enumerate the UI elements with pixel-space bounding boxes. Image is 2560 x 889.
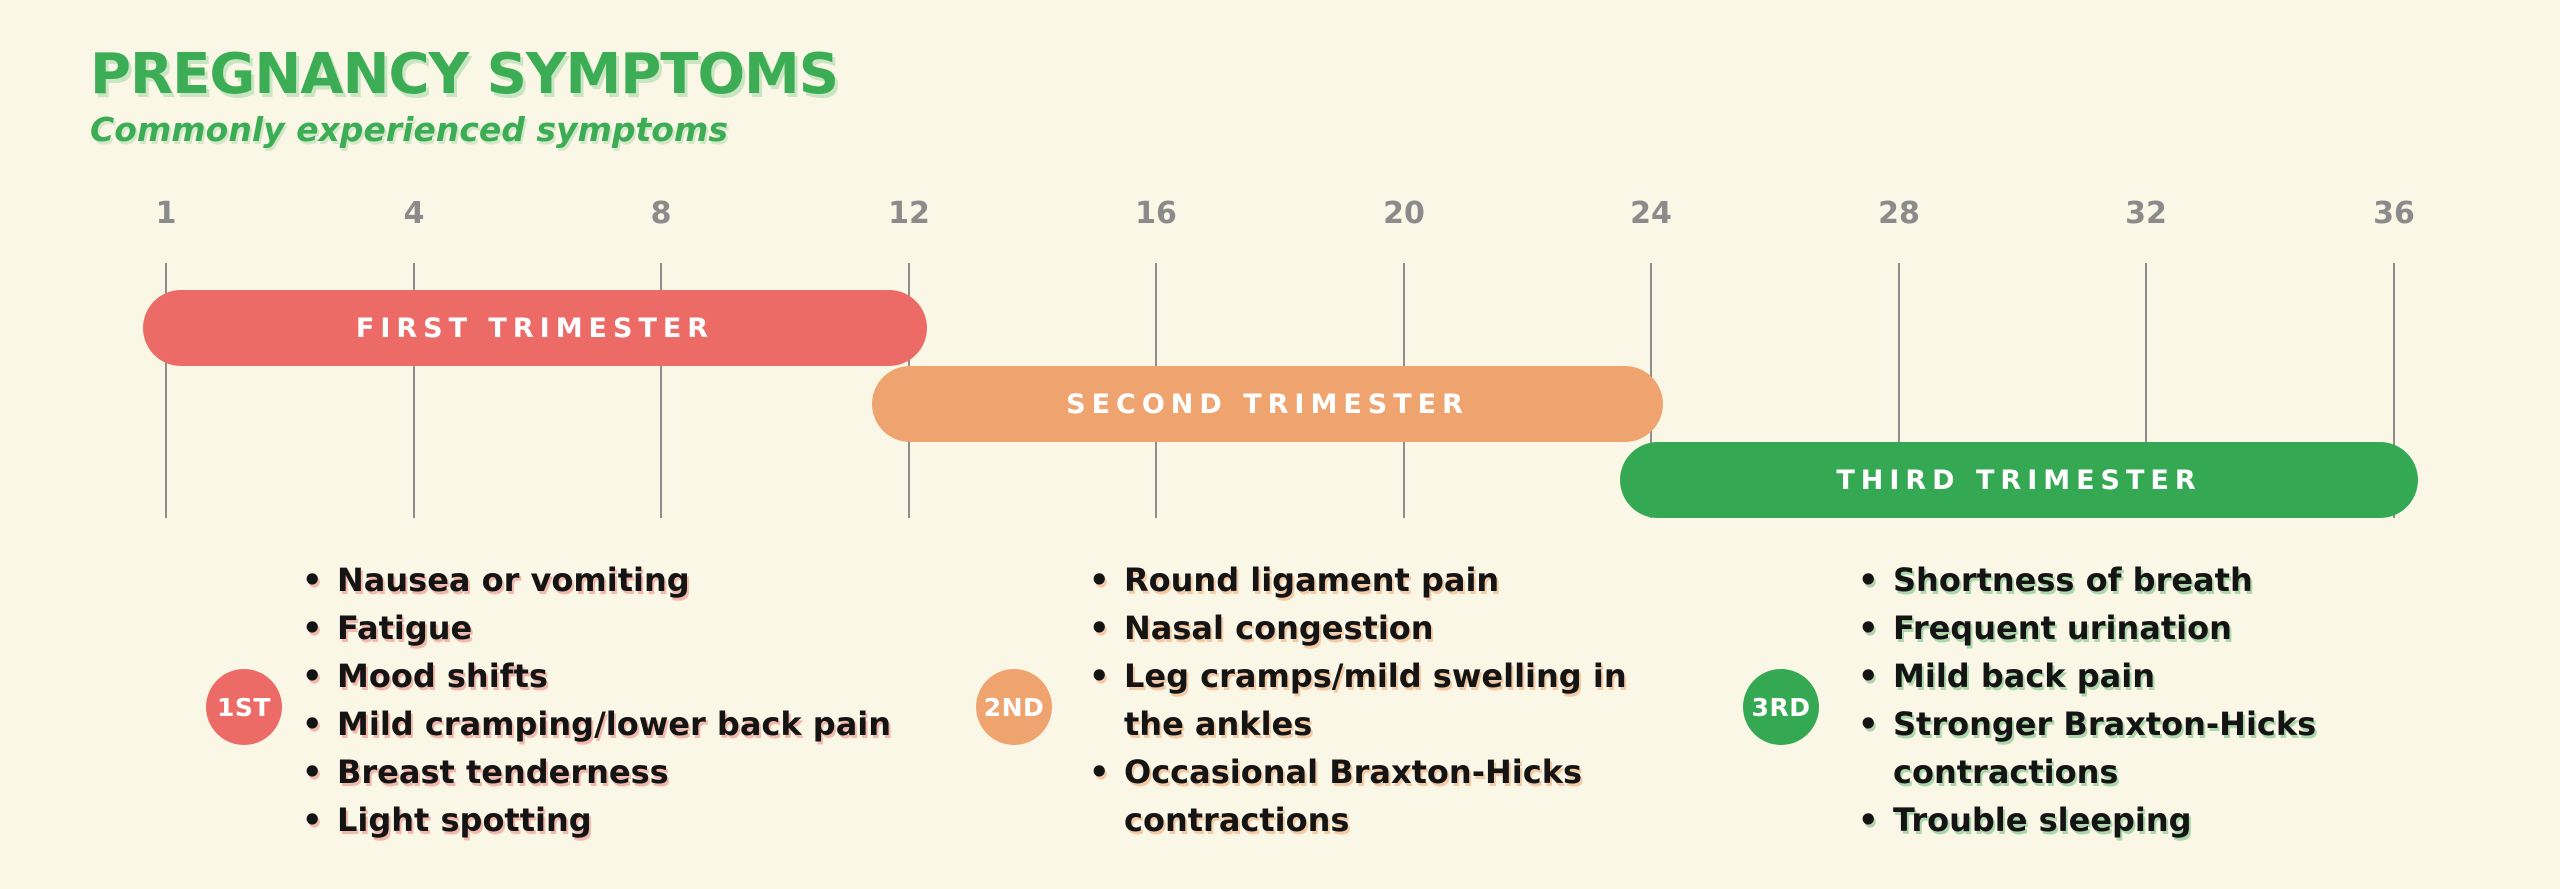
week-label: 8 — [650, 196, 672, 231]
list-item: Mild back pain — [1858, 652, 2328, 700]
first-trimester-bar: FIRST TRIMESTER — [143, 290, 927, 366]
week-label: 12 — [888, 196, 930, 231]
list-item: Frequent urination — [1858, 604, 2328, 652]
list-item: Stronger Braxton-Hicks contractions — [1858, 700, 2328, 796]
list-item: Nasal congestion — [1089, 604, 1649, 652]
tick-line — [2393, 263, 2395, 518]
week-label: 1 — [155, 196, 177, 231]
week-label: 32 — [2125, 196, 2167, 231]
tick-line — [165, 263, 167, 518]
list-item: Mild cramping/lower back pain — [302, 700, 902, 748]
list-item: Round ligament pain — [1089, 556, 1649, 604]
list-item: Mood shifts — [302, 652, 902, 700]
third-trimester-symptom-list: Shortness of breath Frequent urination M… — [1858, 556, 2328, 844]
second-trimester-badge: 2ND — [976, 669, 1052, 745]
list-item: Leg cramps/mild swelling in the ankles — [1089, 652, 1649, 748]
week-label: 4 — [403, 196, 425, 231]
list-item: Breast tenderness — [302, 748, 902, 796]
tick-line — [2145, 263, 2147, 518]
week-label: 16 — [1135, 196, 1177, 231]
second-trimester-symptom-list: Round ligament pain Nasal congestion Leg… — [1089, 556, 1649, 844]
week-label: 36 — [2373, 196, 2415, 231]
third-trimester-bar: THIRD TRIMESTER — [1620, 442, 2418, 518]
first-trimester-badge: 1ST — [206, 669, 282, 745]
third-trimester-badge-label: 3RD — [1751, 692, 1811, 722]
list-item: Light spotting — [302, 796, 902, 844]
list-item: Nausea or vomiting — [302, 556, 902, 604]
second-trimester-bar-label: SECOND TRIMESTER — [1066, 388, 1469, 420]
first-trimester-symptom-list: Nausea or vomiting Fatigue Mood shifts M… — [302, 556, 902, 844]
tick-line — [413, 263, 415, 518]
tick-line — [660, 263, 662, 518]
second-trimester-badge-label: 2ND — [983, 692, 1045, 722]
header: PREGNANCY SYMPTOMS Commonly experienced … — [90, 42, 839, 149]
page-title: PREGNANCY SYMPTOMS — [90, 42, 839, 107]
second-trimester-bar: SECOND TRIMESTER — [872, 366, 1663, 442]
week-label: 24 — [1630, 196, 1672, 231]
page-subtitle: Commonly experienced symptoms — [90, 109, 728, 149]
week-label: 28 — [1878, 196, 1920, 231]
first-trimester-badge-label: 1ST — [217, 692, 271, 722]
list-item: Trouble sleeping — [1858, 796, 2328, 844]
third-trimester-bar-label: THIRD TRIMESTER — [1836, 464, 2202, 496]
tick-line — [1898, 263, 1900, 518]
list-item: Occasional Braxton-Hicks contractions — [1089, 748, 1649, 844]
first-trimester-bar-label: FIRST TRIMESTER — [355, 312, 715, 344]
list-item: Fatigue — [302, 604, 902, 652]
list-item: Shortness of breath — [1858, 556, 2328, 604]
third-trimester-badge: 3RD — [1743, 669, 1819, 745]
week-label: 20 — [1383, 196, 1425, 231]
